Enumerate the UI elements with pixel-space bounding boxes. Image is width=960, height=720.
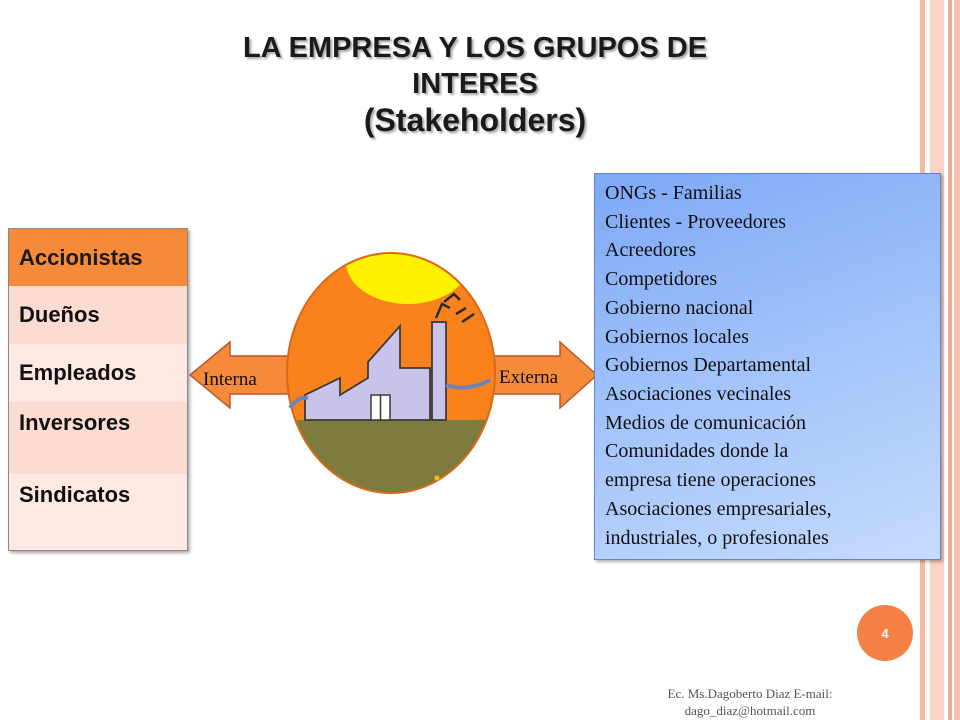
title-line-2: INTERES xyxy=(412,68,538,100)
factory-icon xyxy=(288,321,491,421)
external-group-line: Acreedores xyxy=(605,239,697,261)
right-arrow-icon xyxy=(484,340,599,410)
footer-email: dago_diaz@hotmail.com xyxy=(684,703,816,718)
external-group-line: Medios de comunicación xyxy=(605,412,807,434)
slide-footer: Ec. Ms.Dagoberto Diaz E-mail: dago_diaz@… xyxy=(630,685,870,719)
internal-group-row: Dueños xyxy=(9,286,187,344)
external-group-line: Clientes - Proveedores xyxy=(605,211,787,233)
external-group-line: empresa tiene operaciones xyxy=(605,469,817,491)
internal-group-row: Empleados xyxy=(9,344,187,402)
external-arrow-label: Externa xyxy=(499,367,559,388)
title-line-1: LA EMPRESA Y LOS GRUPOS DE xyxy=(242,32,708,64)
internal-stakeholders-table: Accionistas Dueños Empleados Inversores … xyxy=(8,228,188,551)
slide-title: LA EMPRESA Y LOS GRUPOS DE INTERES (Stak… xyxy=(130,30,820,138)
external-group-line: Asociaciones vecinales xyxy=(605,383,792,405)
external-group-line: Asociaciones empresariales, xyxy=(605,498,832,520)
external-group-line: industriales, o profesionales xyxy=(605,527,829,549)
internal-group-row: Sindicatos xyxy=(9,474,187,550)
page-number-badge: 4 xyxy=(857,605,913,661)
external-group-line: Comunidades donde la xyxy=(605,440,789,462)
external-group-line: Gobiernos locales xyxy=(605,326,749,348)
sun-icon xyxy=(346,253,470,304)
footer-author: Ec. Ms.Dagoberto Diaz E-mail: xyxy=(667,686,833,701)
smoke-icon xyxy=(434,292,475,324)
external-stakeholders-box: ONGs - Familias Clientes - Proveedores A… xyxy=(594,173,941,560)
external-group-line: Gobiernos Departamental xyxy=(605,354,812,376)
external-group-line: Competidores xyxy=(605,268,718,290)
internal-arrow-label: Interna xyxy=(203,369,257,390)
external-group-line: ONGs - Familias xyxy=(605,182,742,204)
internal-group-row: Inversores xyxy=(9,402,187,474)
external-group-line: Gobierno nacional xyxy=(605,297,754,319)
title-line-3: (Stakeholders) xyxy=(363,102,587,138)
internal-group-row: Accionistas xyxy=(9,229,187,286)
